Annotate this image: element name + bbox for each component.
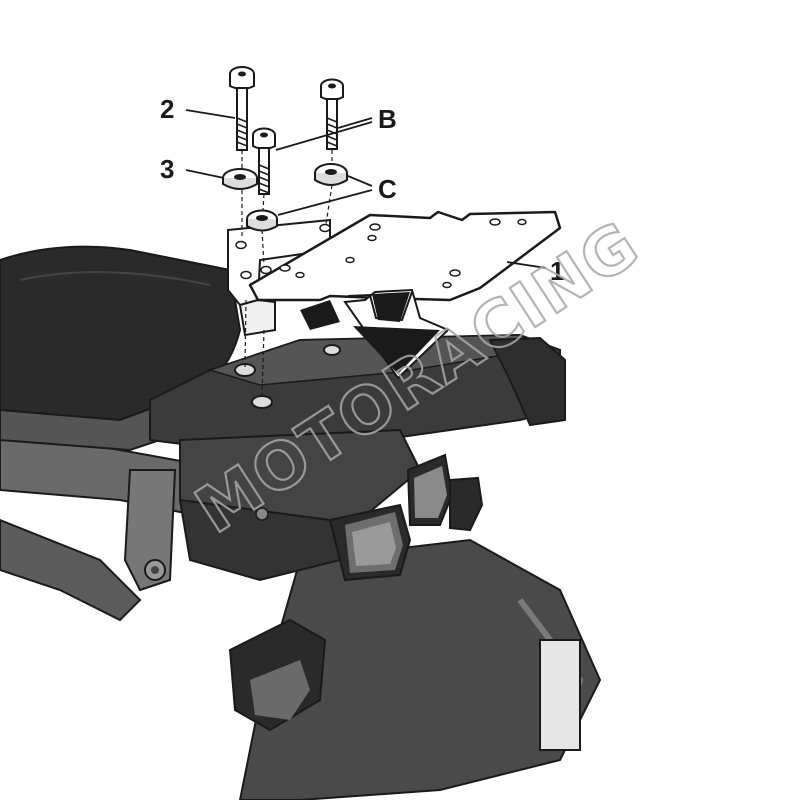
plate-holes [279, 218, 527, 289]
bolt-b-right [320, 78, 344, 150]
fender-side-panel [539, 639, 581, 751]
mounting-plate [248, 210, 562, 302]
leader-lines [185, 109, 547, 269]
washer-c-right [314, 163, 348, 186]
callout-label-b: B [378, 104, 397, 134]
rack-mount-holes [234, 344, 341, 521]
frame-strut [123, 469, 177, 592]
alignment-lines [241, 150, 333, 399]
tail-body [178, 498, 342, 582]
turn-signal-right [328, 453, 484, 582]
washer-3 [222, 168, 258, 190]
bolt-2 [229, 66, 255, 151]
install-direction-arrow [300, 288, 450, 380]
rear-fender [238, 538, 602, 800]
washer-c-left [246, 209, 278, 232]
callout-label-c: C [378, 174, 397, 204]
callout-label-1: 1 [550, 256, 564, 286]
callout-label-3: 3 [160, 154, 174, 184]
motorcycle-rear [0, 245, 602, 800]
rack-grab-handle [488, 336, 566, 427]
callout-label-2: 2 [160, 94, 174, 124]
turn-signal-left [228, 618, 327, 732]
side-frame-lower [0, 518, 142, 622]
